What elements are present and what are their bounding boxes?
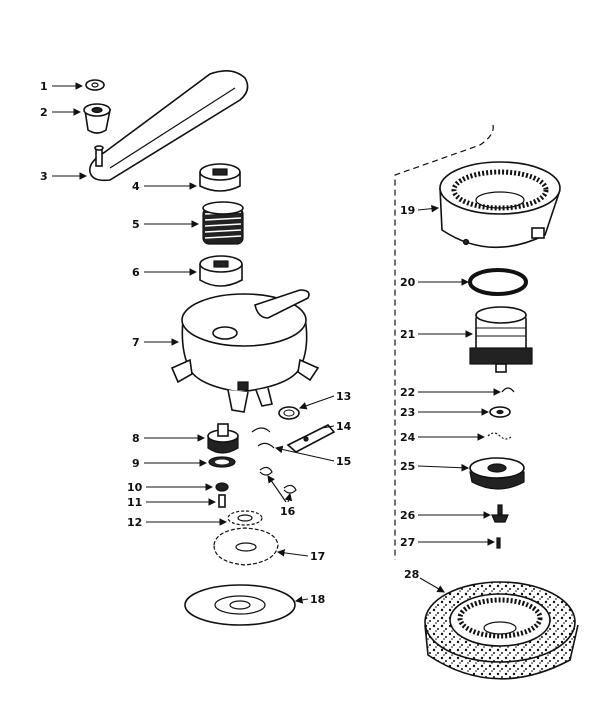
part-14-lever <box>286 424 336 453</box>
label-11: 11 <box>127 496 142 509</box>
callout-25: 25 <box>400 460 470 473</box>
part-20-o-ring <box>468 268 528 296</box>
label-25: 25 <box>400 460 415 473</box>
label-3: 3 <box>40 170 48 183</box>
callout-5: 5 <box>132 218 200 231</box>
part-22-clip <box>501 387 515 393</box>
label-12: 12 <box>127 516 142 529</box>
label-24: 24 <box>400 431 416 444</box>
label-1: 1 <box>40 80 48 93</box>
label-2: 2 <box>40 106 48 119</box>
callout-13: 13 <box>298 390 351 410</box>
label-21: 21 <box>400 328 415 341</box>
callout-16: 16 <box>267 475 296 518</box>
part-16-clips <box>259 466 297 494</box>
label-15: 15 <box>336 455 351 468</box>
label-19: 19 <box>400 204 415 217</box>
callout-4: 4 <box>132 180 198 193</box>
part-28-grinding-base <box>424 581 579 680</box>
part-21-motor <box>469 306 533 373</box>
callout-24: 24 <box>400 431 486 444</box>
callout-7: 7 <box>132 336 180 349</box>
part-4-cap <box>199 163 241 192</box>
label-28: 28 <box>404 568 419 581</box>
callout-20: 20 <box>400 276 470 289</box>
callout-12: 12 <box>127 516 228 529</box>
part-2-knob <box>83 103 111 134</box>
part-1-washer <box>85 79 105 91</box>
label-4: 4 <box>132 180 140 193</box>
label-14: 14 <box>336 420 352 433</box>
label-23: 23 <box>400 406 415 419</box>
part-10-nut <box>215 482 229 492</box>
part-3-handle-arm <box>88 70 249 182</box>
callout-22: 22 <box>400 386 502 399</box>
callout-2: 2 <box>40 106 82 119</box>
part-24-spring <box>487 432 513 440</box>
callout-9: 9 <box>132 457 208 470</box>
callout-8: 8 <box>132 432 206 445</box>
callout-26: 26 <box>400 509 492 522</box>
label-7: 7 <box>132 336 140 349</box>
part-5-spring <box>202 201 244 245</box>
label-27: 27 <box>400 536 415 549</box>
part-18-base-plate <box>184 584 296 626</box>
part-26-screw <box>491 504 509 523</box>
callout-18: 18 <box>294 593 325 606</box>
callout-6: 6 <box>132 266 198 279</box>
callout-15: 15 <box>274 445 351 468</box>
part-19-ring-housing <box>439 161 561 249</box>
callout-17: 17 <box>276 549 325 563</box>
label-22: 22 <box>400 386 415 399</box>
label-13: 13 <box>336 390 351 403</box>
label-20: 20 <box>400 276 416 289</box>
part-12-washer <box>227 510 263 526</box>
callout-1: 1 <box>40 80 84 93</box>
part-17-gear-disc <box>213 527 279 566</box>
part-9-ring <box>208 456 236 468</box>
label-18: 18 <box>310 593 325 606</box>
callout-11: 11 <box>127 496 217 509</box>
callout-3: 3 <box>40 170 88 183</box>
callout-28: 28 <box>404 568 445 593</box>
callout-23: 23 <box>400 406 490 419</box>
callout-14: 14 <box>321 420 352 433</box>
label-10: 10 <box>127 481 143 494</box>
part-8-gear <box>207 423 239 454</box>
part-11-pin <box>218 494 226 508</box>
assembly-dashed-line <box>394 124 494 560</box>
callout-21: 21 <box>400 328 474 341</box>
part-13-clip <box>278 406 300 420</box>
label-5: 5 <box>132 218 140 231</box>
part-6-collar <box>199 255 243 287</box>
part-23-washer <box>489 406 511 418</box>
label-6: 6 <box>132 266 140 279</box>
part-25-carrier <box>469 457 525 490</box>
label-26: 26 <box>400 509 416 522</box>
callout-19: 19 <box>400 204 440 217</box>
label-16: 16 <box>280 505 296 518</box>
part-27-pin <box>496 537 501 549</box>
label-8: 8 <box>132 432 140 445</box>
callout-10: 10 <box>127 481 214 494</box>
label-17: 17 <box>310 550 325 563</box>
label-9: 9 <box>132 457 140 470</box>
callout-27: 27 <box>400 536 496 549</box>
part-7-housing <box>170 289 320 413</box>
part-15-spring-clip <box>251 427 275 449</box>
